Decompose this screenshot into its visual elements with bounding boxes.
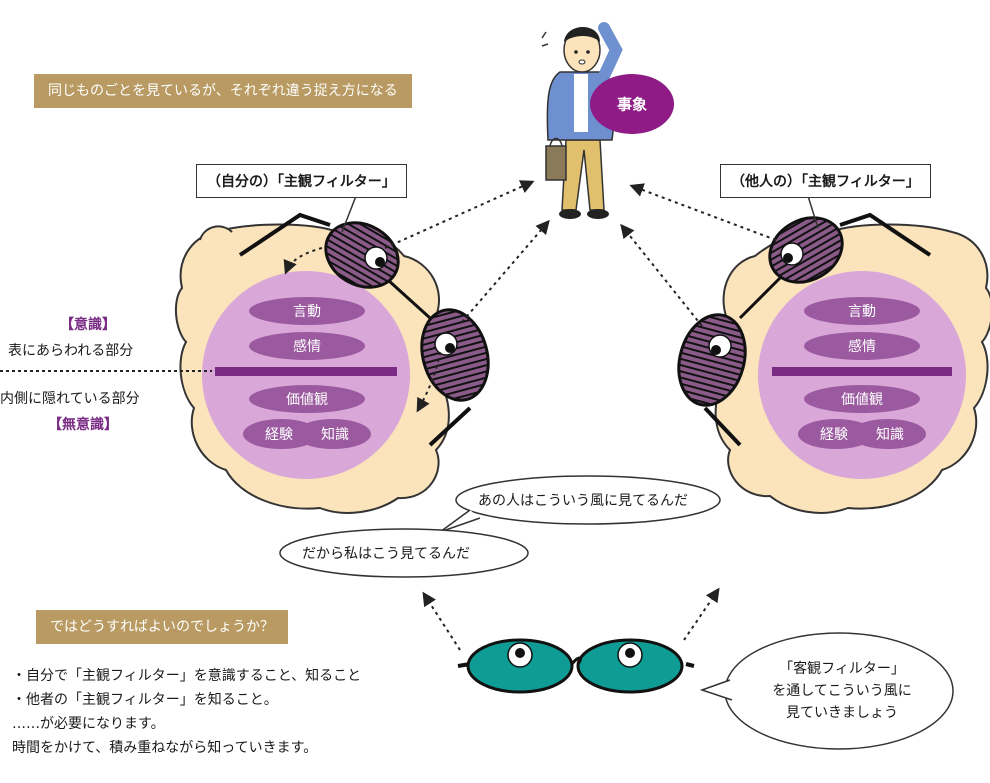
right-pill-knowledge bbox=[850, 419, 926, 449]
event-label: 事象 bbox=[616, 95, 648, 114]
event-badge bbox=[590, 74, 674, 134]
left-pill-emotion bbox=[249, 332, 365, 360]
arrow-objective-right bbox=[683, 587, 720, 641]
objective-line-3: 見ていきましょう bbox=[786, 705, 898, 721]
left-emotion-label: 感情 bbox=[293, 339, 321, 355]
advice-item-4: 時間をかけて、積み重ねながら知っていきます。 bbox=[12, 740, 318, 756]
conscious-text: 表にあらわれる部分 bbox=[8, 343, 134, 359]
other-label-pointer bbox=[807, 195, 819, 229]
self-filter-label: （自分の）「主観フィルター」 bbox=[196, 164, 407, 198]
left-divider bbox=[215, 367, 397, 376]
arrow-self-upper bbox=[384, 180, 535, 249]
left-knowledge-label: 知識 bbox=[321, 427, 349, 443]
right-speech-label: 言動 bbox=[848, 304, 876, 320]
bubble-self-text: だから私はこう見てるんだ bbox=[302, 546, 470, 562]
arrow-other-upper bbox=[629, 183, 777, 241]
left-values-label: 価値観 bbox=[286, 392, 328, 408]
arrow-other-lower bbox=[620, 223, 703, 327]
self-label-pointer bbox=[341, 195, 357, 233]
right-pill-experience bbox=[798, 419, 874, 449]
left-head bbox=[174, 212, 490, 514]
bubble-objective-shape bbox=[699, 632, 954, 750]
arrow-self-return bbox=[283, 247, 323, 275]
right-pill-speech bbox=[804, 297, 920, 325]
advice-list: ・自分で「主観フィルター」を意識すること、知ること ・他者の「主観フィルター」を… bbox=[12, 664, 361, 760]
left-experience-label: 経験 bbox=[265, 427, 293, 443]
left-ear-top bbox=[199, 225, 233, 241]
right-pill-emotion bbox=[804, 332, 920, 360]
question-banner: ではどうすればよいのでしょうか？ bbox=[36, 610, 288, 644]
unconscious-text: 内側に隠れている部分 bbox=[0, 391, 140, 407]
advice-item-2: ・他者の「主観フィルター」を知ること。 bbox=[12, 692, 278, 708]
arrow-self-return-lower bbox=[416, 351, 441, 413]
left-pill-knowledge bbox=[295, 419, 371, 449]
conscious-tag: 【意識】 bbox=[60, 317, 116, 333]
bubble-self-shape bbox=[279, 528, 529, 578]
objective-glasses bbox=[457, 638, 695, 694]
right-subjective-glasses bbox=[677, 212, 932, 447]
arrow-objective-left bbox=[422, 591, 461, 651]
objective-line-1: 「客観フィルター」 bbox=[779, 661, 905, 677]
view-arrows bbox=[0, 180, 777, 651]
right-values-label: 価値観 bbox=[841, 392, 883, 408]
objective-bubble-text: 「客観フィルター」 を通してこういう風に 見ていきましょう bbox=[772, 658, 912, 724]
right-knowledge-label: 知識 bbox=[876, 427, 904, 443]
other-filter-label: （他人の）「主観フィルター」 bbox=[720, 164, 931, 198]
advice-item-3: ……が必要になります。 bbox=[12, 716, 165, 732]
top-banner: 同じものごとを見ているが、それぞれ違う捉え方になる bbox=[34, 74, 412, 108]
objective-line-2: を通してこういう風に bbox=[772, 683, 912, 699]
bubble-other-text: あの人はこういう風に見てるんだ bbox=[478, 493, 688, 509]
left-pill-values bbox=[249, 385, 365, 413]
left-subjective-glasses bbox=[238, 212, 490, 447]
left-speech-label: 言動 bbox=[293, 304, 321, 320]
left-pill-speech bbox=[249, 297, 365, 325]
right-pill-values bbox=[804, 385, 920, 413]
right-experience-label: 経験 bbox=[820, 427, 848, 443]
left-pill-experience bbox=[243, 419, 319, 449]
right-head bbox=[677, 212, 990, 514]
right-divider bbox=[772, 367, 952, 376]
unconscious-tag: 【無意識】 bbox=[48, 417, 118, 433]
right-emotion-label: 感情 bbox=[848, 339, 876, 355]
arrow-self-lower bbox=[461, 219, 550, 323]
advice-item-1: ・自分で「主観フィルター」を意識すること、知ること bbox=[12, 668, 362, 684]
